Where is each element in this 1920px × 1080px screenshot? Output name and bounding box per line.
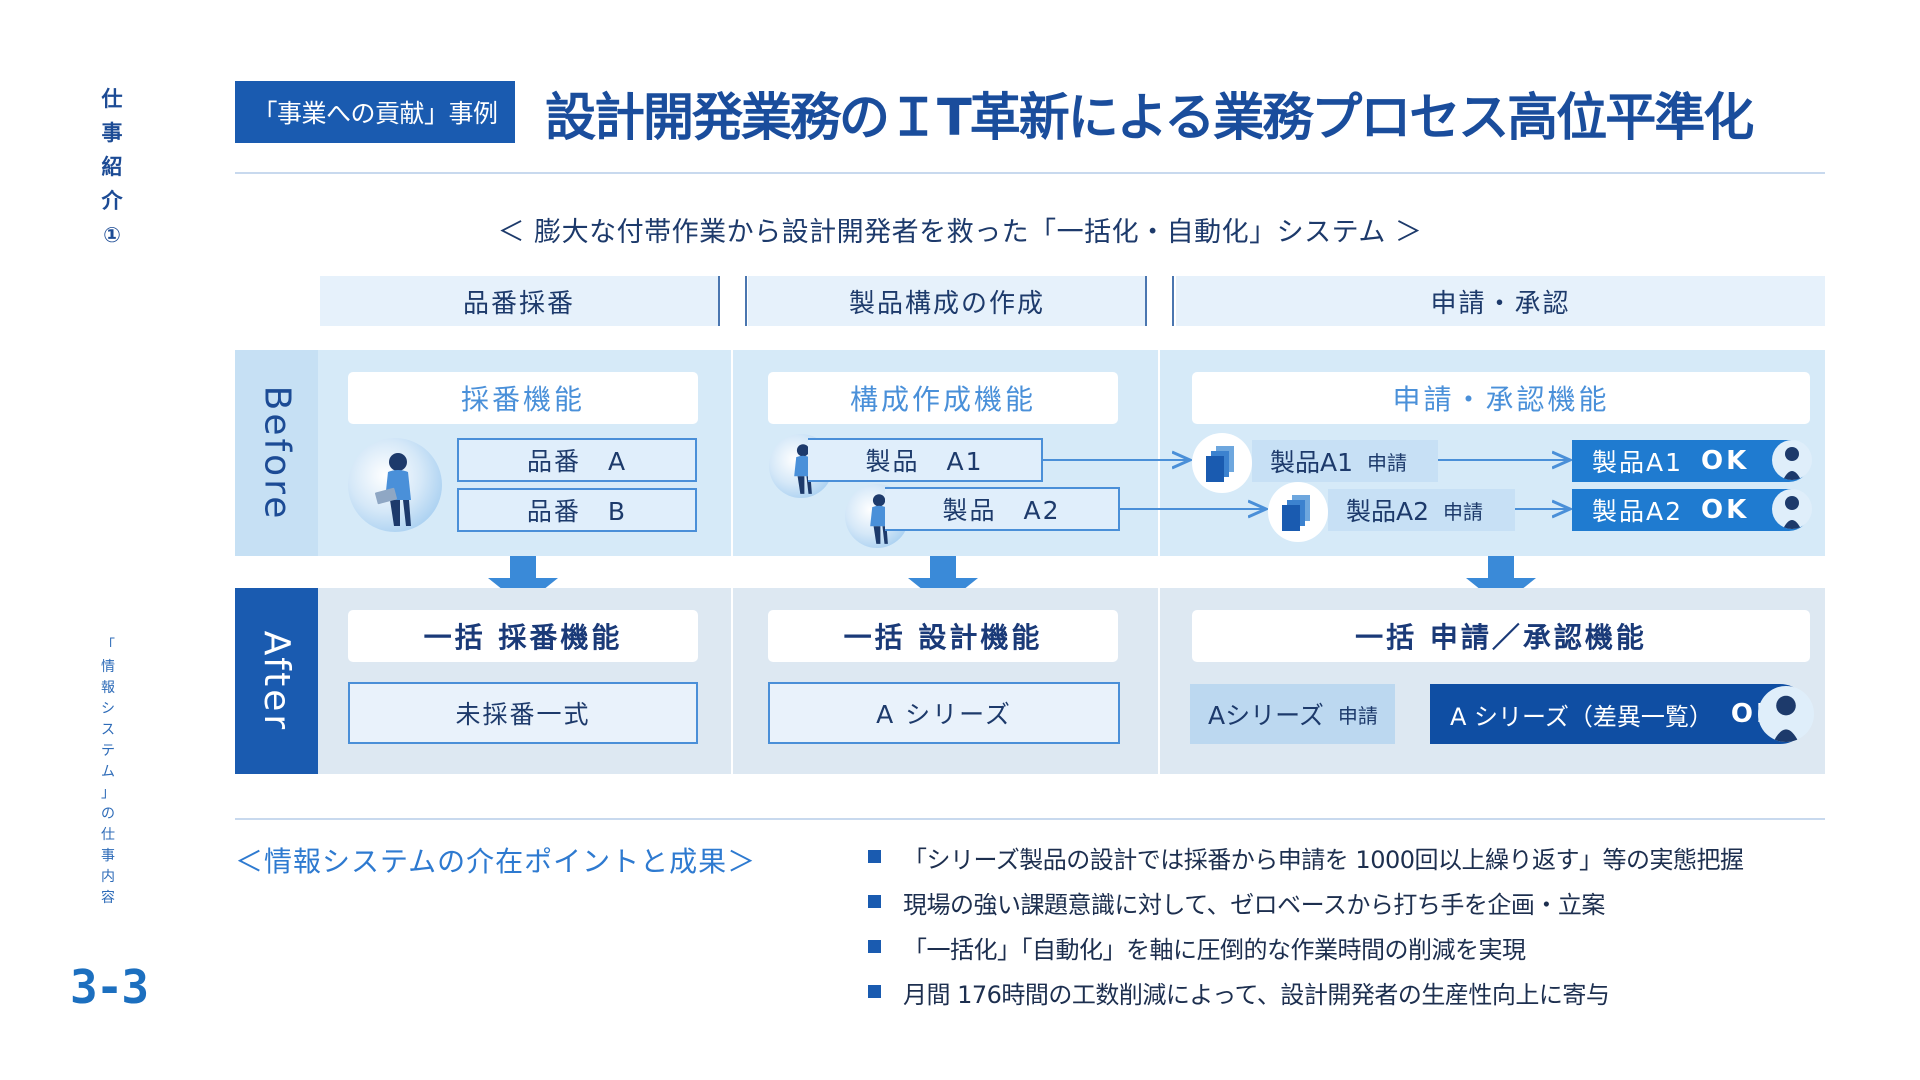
- part-number-box: 品番 B: [457, 488, 697, 532]
- header-divider: [235, 172, 1825, 174]
- list-item: 月間 176時間の工数削減によって、設計開発者の生産性向上に寄与: [868, 975, 1744, 1020]
- diagram-subtitle: ＜ 膨大な付帯作業から設計開発者を救った「一括化・自動化」システム ＞: [497, 217, 1423, 248]
- page-number: 3-3: [70, 960, 149, 1014]
- user-avatar: [348, 438, 442, 532]
- application-bar: 製品A2 申請: [1328, 489, 1515, 531]
- before-label: Before: [235, 350, 318, 556]
- bullet-square-icon: [868, 895, 881, 908]
- vertical-section-subtitle: 「 情 報 シ ス テ ム 」 の 仕 事 内 容: [101, 638, 115, 906]
- bullet-square-icon: [868, 985, 881, 998]
- approver-avatar: [1772, 489, 1812, 529]
- column-separator: [731, 588, 733, 774]
- after-function-approval: 一括 申請／承認機能: [1192, 610, 1810, 662]
- application-bar: 製品A1 申請: [1252, 440, 1438, 482]
- before-function-structure: 構成作成機能: [768, 372, 1118, 424]
- after-function-design: 一括 設計機能: [768, 610, 1118, 662]
- points-list: 「シリーズ製品の設計では採番から申請を 1000回以上繰り返す」等の実態把握 現…: [868, 840, 1744, 1020]
- before-function-numbering: 採番機能: [348, 372, 698, 424]
- column-separator: [1158, 588, 1160, 774]
- category-separator: [1145, 276, 1147, 326]
- before-function-approval: 申請・承認機能: [1192, 372, 1810, 424]
- bullet-square-icon: [868, 850, 881, 863]
- bullet-square-icon: [868, 940, 881, 953]
- category-product-structure: 製品構成の作成: [748, 276, 1146, 326]
- part-number-box: 品番 A: [457, 438, 697, 482]
- vertical-section-title: 仕 事 紹 介 ①: [101, 87, 123, 247]
- user-avatar: [845, 484, 909, 548]
- case-tag: 「事業への貢献」事例: [235, 81, 515, 143]
- after-label: After: [235, 588, 318, 774]
- after-function-numbering: 一括 採番機能: [348, 610, 698, 662]
- series-approval-ok-bar: A シリーズ（差異一覧）OK: [1430, 684, 1810, 744]
- series-box: A シリーズ: [768, 682, 1120, 744]
- unnumbered-set-box: 未採番一式: [348, 682, 698, 744]
- approver-avatar: [1758, 686, 1814, 742]
- product-box: 製品 A1: [808, 438, 1043, 482]
- category-separator: [745, 276, 747, 326]
- approver-avatar: [1772, 440, 1812, 480]
- column-separator: [731, 350, 733, 556]
- category-separator: [1172, 276, 1174, 326]
- page-title: 設計開発業務のＩT革新による業務プロセス高位平準化: [545, 89, 1754, 148]
- list-item: 「一括化」「自動化」を軸に圧倒的な作業時間の削減を実現: [868, 930, 1744, 975]
- section-divider: [235, 818, 1825, 820]
- points-title: ＜情報システムの介在ポイントと成果＞: [235, 845, 757, 878]
- document-icon: [1268, 482, 1328, 542]
- list-item: 「シリーズ製品の設計では採番から申請を 1000回以上繰り返す」等の実態把握: [868, 840, 1744, 885]
- list-item: 現場の強い課題意識に対して、ゼロベースから打ち手を企画・立案: [868, 885, 1744, 930]
- document-icon: [1192, 433, 1252, 493]
- category-application-approval: 申請・承認: [1176, 276, 1825, 326]
- category-part-numbering: 品番採番: [320, 276, 718, 326]
- series-application-bar: Aシリーズ 申請: [1190, 684, 1395, 744]
- person-icon: [870, 494, 888, 544]
- column-separator: [1158, 350, 1160, 556]
- person-icon: [375, 453, 411, 526]
- product-box: 製品 A2: [885, 487, 1120, 531]
- category-separator: [718, 276, 720, 326]
